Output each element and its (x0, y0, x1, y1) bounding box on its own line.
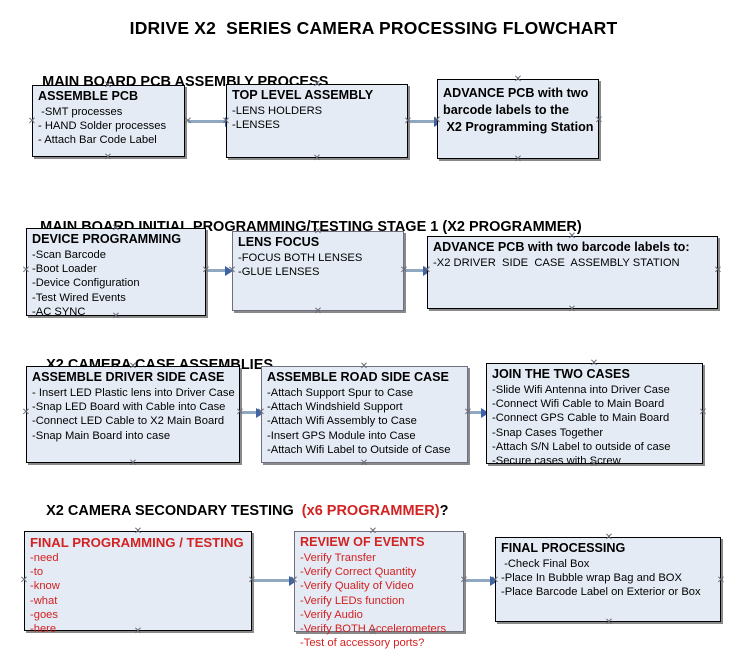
node-line: -LENS HOLDERS (232, 105, 323, 117)
node-line: -Connect Wifi Cable to Main Board (492, 398, 665, 411)
arrowhead-icon (490, 575, 498, 586)
node-line: -Attach Wifi Assembly to Case (267, 415, 417, 428)
node-title: ASSEMBLE DRIVER SIDE CASE (32, 370, 225, 384)
node-line: -Attach S/N Label to outside of case (492, 440, 671, 453)
connector-arrow (470, 407, 489, 418)
node-line: -Verify Correct Quantity (300, 566, 417, 579)
node-line: -what (30, 594, 58, 607)
node-assemble-road-side-case[interactable]: ASSEMBLE ROAD SIDE CASE -Attach Support … (261, 366, 468, 463)
node-title: JOIN THE TWO CASES (492, 367, 630, 381)
arrowhead-icon (289, 575, 297, 586)
connector-arrow (208, 265, 233, 276)
section-heading-tail: ? (439, 503, 449, 519)
node-line: -Snap Cases Together (492, 426, 604, 439)
node-line: -GLUE LENSES (238, 266, 320, 279)
node-line: -Attach Support Spur to Case (267, 387, 414, 399)
node-title: DEVICE PROGRAMMING (32, 232, 182, 246)
node-final-programming-testing[interactable]: FINAL PROGRAMMING / TESTING -need -to -k… (24, 531, 252, 635)
node-title: ASSEMBLE ROAD SIDE CASE (267, 370, 449, 384)
node-join-the-two-cases[interactable]: JOIN THE TWO CASES -Slide Wifi Antenna i… (486, 363, 703, 467)
node-assemble-driver-side-case[interactable]: ASSEMBLE DRIVER SIDE CASE - Insert LED P… (26, 366, 240, 463)
node-line: -Connect LED Cable to X2 Main Board (32, 415, 225, 428)
node-assemble-pcb[interactable]: ASSEMBLE PCB -SMT processes - HAND Solde… (32, 85, 185, 157)
node-line: -Test Wired Events (32, 291, 126, 304)
connector-arrow (406, 265, 431, 276)
node-line: -Test of accessory ports? (300, 637, 425, 650)
node-title: TOP LEVEL ASSEMBLY (232, 88, 374, 102)
connector-arrow (254, 575, 297, 586)
node-device-programming[interactable]: DEVICE PROGRAMMING -Scan Barcode -Boot L… (26, 228, 206, 318)
node-line: -Snap LED Board with Cable into Case (32, 401, 226, 414)
node-line: -Snap Main Board into case (32, 429, 171, 442)
node-line: -Verify Quality of Video (300, 580, 414, 593)
node-line: -SMT processes (38, 106, 123, 118)
arrowhead-icon (256, 407, 264, 418)
node-title: ADVANCE PCB with two barcode labels to: (433, 240, 690, 254)
node-line: -Place Barcode Label on Exterior or Box (501, 586, 701, 599)
node-line: -Check Final Box (501, 558, 590, 570)
node-final-processing[interactable]: FINAL PROCESSING -Check Final Box -Place… (495, 537, 721, 622)
node-line: -Connect GPS Cable to Main Board (492, 412, 670, 425)
node-lens-focus[interactable]: LENS FOCUS -FOCUS BOTH LENSES -GLUE LENS… (232, 231, 404, 311)
section-heading-accent: (x6 PROGRAMMER) (301, 503, 440, 519)
node-line: -Verify Audio (300, 608, 363, 621)
connector-arrow (188, 116, 233, 127)
node-line: -Slide Wifi Antenna into Driver Case (492, 384, 670, 396)
node-review-of-events[interactable]: REVIEW OF EVENTS -Verify Transfer -Verif… (294, 531, 464, 649)
node-title: FINAL PROCESSING (501, 541, 626, 555)
node-line: - Attach Bar Code Label (38, 134, 157, 147)
section-heading-text: X2 CAMERA SECONDARY TESTING (46, 503, 302, 519)
node-title: ASSEMBLE PCB (38, 89, 139, 103)
node-line: -Verify Transfer (300, 552, 376, 564)
node-line: -Verify BOTH Accelerometers (300, 623, 447, 636)
node-line: -goes (30, 608, 58, 621)
node-title: REVIEW OF EVENTS (300, 535, 425, 549)
node-line: -FOCUS BOTH LENSES (238, 252, 363, 264)
arrowhead-icon (481, 407, 489, 418)
node-line: -Place In Bubble wrap Bag and BOX (501, 572, 682, 585)
node-line: -know (30, 580, 60, 593)
node-line: -LENSES (232, 119, 280, 132)
node-title: ADVANCE PCB with two barcode labels to t… (443, 86, 594, 134)
page-title: IDRIVE X2 SERIES CAMERA PROCESSING FLOWC… (129, 18, 618, 38)
node-line: -Device Configuration (32, 277, 140, 290)
node-title: FINAL PROGRAMMING / TESTING (30, 535, 244, 550)
node-advance-pcb-to-driver-side-case-assembly[interactable]: ADVANCE PCB with two barcode labels to: … (427, 236, 718, 309)
node-line: -to (30, 566, 44, 579)
connector-arrow (242, 407, 264, 418)
arrowhead-icon (225, 265, 233, 276)
node-advance-pcb-to-x2-programming-station[interactable]: ADVANCE PCB with two barcode labels to t… (437, 79, 599, 159)
node-line: -Attach Windshield Support (267, 401, 403, 414)
node-title: LENS FOCUS (238, 235, 320, 249)
connector-arrow (410, 116, 442, 127)
node-line: - Insert LED Plastic lens into Driver Ca… (32, 387, 235, 399)
node-top-level-assembly[interactable]: TOP LEVEL ASSEMBLY -LENS HOLDERS -LENSES (226, 84, 408, 158)
node-line: -Attach Wifi Label to Outside of Case (267, 443, 451, 456)
node-line: -Verify LEDs function (300, 594, 405, 607)
node-line: -AC SYNC (32, 305, 86, 318)
node-line: - HAND Solder processes (38, 120, 167, 133)
section-heading-x2-camera-secondary-testing: X2 CAMERA SECONDARY TESTING (x6 PROGRAMM… (30, 487, 448, 535)
node-line: -Boot Loader (32, 263, 97, 276)
node-line: -Insert GPS Module into Case (267, 429, 416, 442)
node-line: -X2 DRIVER SIDE CASE ASSEMBLY STATION (433, 257, 680, 269)
node-line: -Secure cases with Screw (492, 455, 621, 468)
node-line: -Scan Barcode (32, 249, 107, 261)
node-line: -here (30, 623, 57, 636)
connector-arrow (466, 575, 498, 586)
node-line: -need (30, 552, 59, 564)
